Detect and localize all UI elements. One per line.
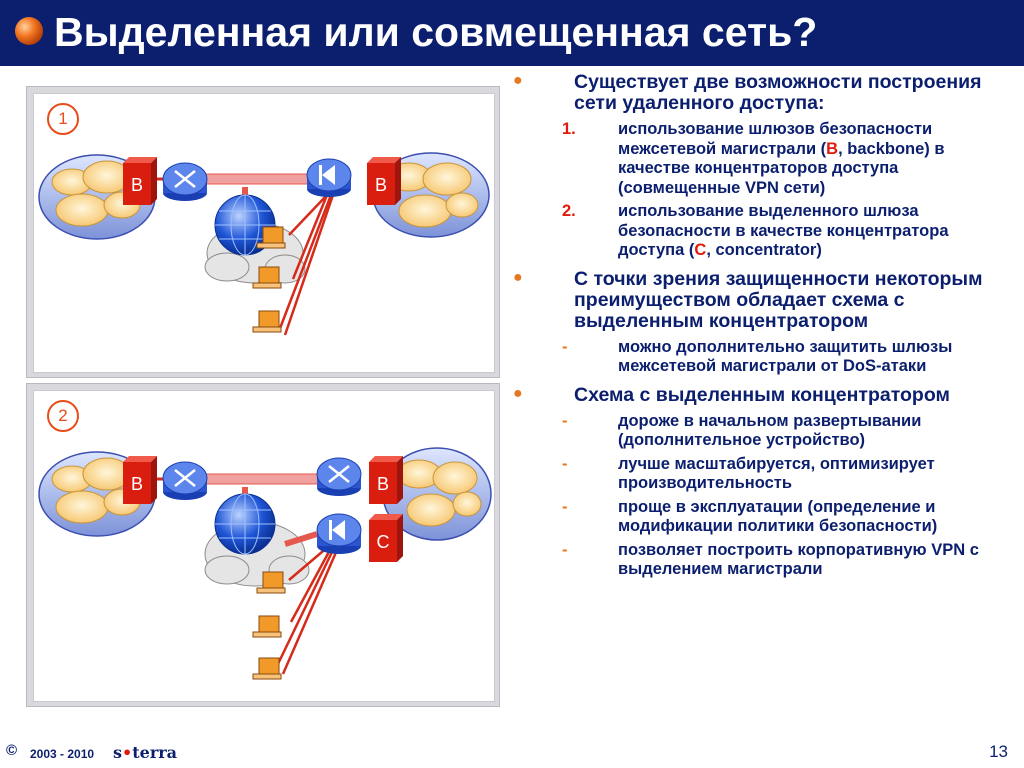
copyright-icon: © (6, 742, 18, 759)
diagram-number-badge: 1 (47, 103, 79, 135)
logo-part: terra (132, 743, 178, 762)
bullet-list: ● Существует две возможности построения … (506, 72, 1016, 584)
subitem-text: лучше масштабируется, оптимизирует произ… (618, 454, 935, 493)
subitem-text: позволяет построить корпоративную VPN с … (618, 540, 979, 579)
subitem-marker: - (562, 454, 568, 473)
subitem-marker: 2. (562, 202, 576, 220)
subitem-marker: - (562, 411, 568, 430)
network-scheme-2: B B (38, 447, 492, 680)
subitem-text: использование выделенного шлюза безопасн… (618, 202, 949, 259)
page-number: 13 (989, 742, 1008, 761)
right-network-cloud (382, 447, 492, 541)
concentrator-gateway: C (369, 514, 403, 562)
concentrator-label: C (377, 532, 390, 552)
dash-subitem: - лучше масштабируется, оптимизирует про… (506, 455, 1016, 494)
gateway-right-label: B (375, 175, 387, 195)
numbered-subitem: 1. использование шлюзов безопасности меж… (506, 120, 1016, 198)
subitem-marker: - (562, 540, 568, 559)
bullet-item: ● Схема с выделенным концентратором (506, 383, 1016, 406)
laptop-icon (252, 310, 282, 333)
dash-subitem: - можно дополнительно защитить шлюзы меж… (506, 338, 1016, 377)
highlight-label: C (694, 241, 707, 259)
internet-globe-icon (214, 493, 276, 555)
bullet-marker-icon: ● (513, 72, 523, 89)
diagram-dedicated-concentrator: B B (26, 383, 500, 707)
subitem-text: использование шлюзов безопасности межсет… (618, 120, 933, 158)
bullet-text: Существует две возможности построения се… (574, 71, 982, 114)
diagram-number-badge: 2 (47, 400, 79, 432)
dash-subitem: - позволяет построить корпоративную VPN … (506, 541, 1016, 580)
backbone-gateway-left: B (123, 157, 157, 205)
bullet-text: С точки зрения защищенности некоторым пр… (574, 267, 983, 332)
orange-bullet-icon (15, 17, 43, 45)
bullet-item: ● С точки зрения защищенности некоторым … (506, 267, 1016, 332)
gateway-left-label: B (131, 175, 143, 195)
bullet-text: Схема с выделенным концентратором (574, 383, 950, 406)
backbone-gateway-right: B (367, 157, 401, 205)
dash-subitem: - проще в эксплуатации (определение и мо… (506, 498, 1016, 537)
subitem-marker: - (562, 337, 568, 356)
numbered-subitem: 2. использование выделенного шлюза безоп… (506, 202, 1016, 261)
slide-title: Выделенная или совмещенная сеть? (54, 9, 818, 55)
router-icon (162, 162, 208, 201)
subitem-text: проще в эксплуатации (определение и моди… (618, 497, 938, 536)
company-logo: s•terra (113, 743, 177, 762)
laptop-icon (256, 226, 286, 249)
subitem-text: можно дополнительно защитить шлюзы межсе… (618, 337, 953, 376)
logo-part: s (113, 743, 123, 762)
laptop-icon (252, 615, 282, 638)
bullet-item: ● Существует две возможности построения … (506, 72, 1016, 114)
router-icon (316, 457, 362, 496)
backbone-gateway-right: B (369, 456, 403, 504)
subitem-text: , backbone) в качестве концентраторов до… (618, 139, 945, 197)
subitem-text: дороже в начальном развертывании (дополн… (618, 411, 922, 450)
router-icon (162, 461, 208, 500)
vpn-gateway-icon (306, 158, 352, 197)
subitem-marker: - (562, 497, 568, 516)
diagram-combined-network: B B 1 (26, 86, 500, 378)
dash-subitem: - дороже в начальном развертывании (допо… (506, 412, 1016, 451)
subitem-marker: 1. (562, 120, 576, 138)
bullet-marker-icon: ● (513, 384, 523, 402)
laptop-icon (252, 266, 282, 289)
highlight-label: B (826, 139, 839, 158)
title-bar: Выделенная или совмещенная сеть? (0, 0, 1024, 66)
gateway-left-label: B (131, 474, 143, 494)
bullet-marker-icon: ● (513, 268, 523, 286)
internet-globe-icon (214, 194, 276, 256)
laptop-icon (256, 571, 286, 594)
gateway-right-label: B (377, 474, 389, 494)
backbone-gateway-left: B (123, 456, 157, 504)
laptop-icon (252, 657, 282, 680)
logo-dot: • (122, 743, 133, 762)
subitem-text: , concentrator) (706, 241, 822, 259)
copyright-years: 2003 - 2010 (30, 747, 95, 761)
network-scheme-1: B B (38, 152, 490, 336)
vpn-concentrator-icon (316, 513, 362, 554)
